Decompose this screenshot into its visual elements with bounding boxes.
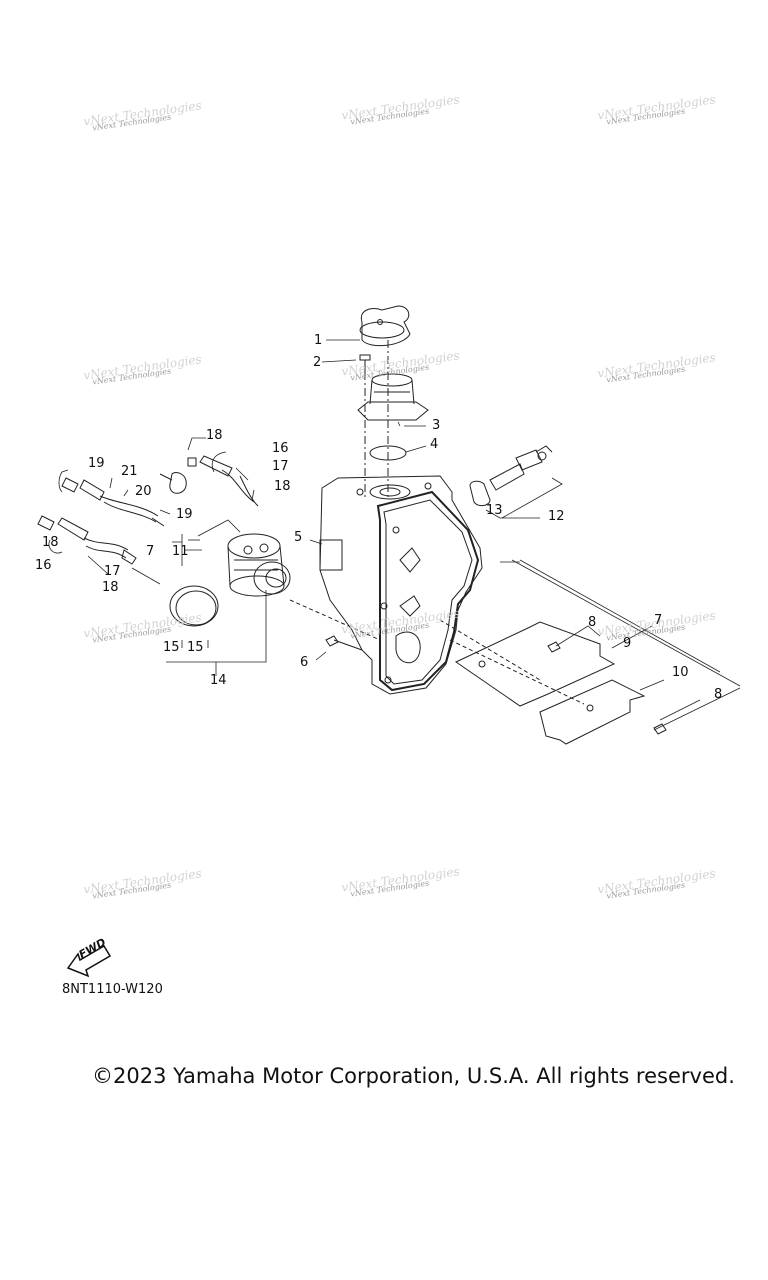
fuel-cap (359, 305, 411, 347)
callout-18b: 18 (274, 479, 291, 494)
callout-14: 14 (210, 673, 227, 688)
callout-12: 12 (548, 509, 565, 524)
callout-7a: 7 (146, 544, 155, 559)
filler-neck (357, 373, 429, 421)
callout-15b: 15 (187, 640, 204, 655)
callout-8a: 8 (588, 615, 597, 630)
fuel-pump (227, 533, 291, 597)
callout-9: 9 (623, 636, 632, 651)
diagram-code: 8NT1110-W120 (62, 982, 163, 997)
fwd-arrow-icon (66, 944, 112, 978)
callout-10: 10 (672, 665, 689, 680)
callout-2: 2 (313, 355, 322, 370)
callout-5: 5 (294, 530, 303, 545)
pump-gasket (169, 585, 219, 627)
tank-plates (455, 621, 646, 745)
callout-18d: 18 (102, 580, 119, 595)
callout-21: 21 (121, 464, 138, 479)
callout-7b: 7 (654, 613, 663, 628)
fuel-sender (469, 445, 553, 507)
callout-17a: 17 (272, 459, 289, 474)
callout-4: 4 (430, 437, 439, 452)
callout-19b: 19 (176, 507, 193, 522)
callout-16a: 16 (272, 441, 289, 456)
copyright-notice: ©2023 Yamaha Motor Corporation, U.S.A. A… (92, 1064, 735, 1088)
callout-13: 13 (486, 503, 503, 518)
callout-15a: 15 (163, 640, 180, 655)
screw (359, 354, 371, 372)
callout-6: 6 (300, 655, 309, 670)
fuel-tank (319, 475, 483, 695)
callout-8b: 8 (714, 687, 723, 702)
callout-19a: 19 (88, 456, 105, 471)
callout-18c: 18 (42, 535, 59, 550)
callout-16b: 16 (35, 558, 52, 573)
callout-11: 11 (172, 544, 189, 559)
callout-17b: 17 (104, 564, 121, 579)
callout-20: 20 (135, 484, 152, 499)
fuel-hoses (37, 455, 259, 565)
callout-3: 3 (432, 418, 441, 433)
callout-18a: 18 (206, 428, 223, 443)
callout-1: 1 (314, 333, 323, 348)
